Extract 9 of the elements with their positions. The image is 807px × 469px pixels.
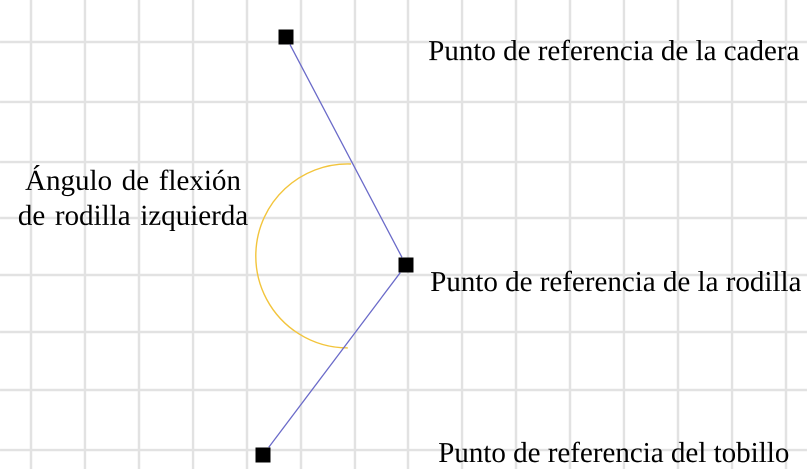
point-label: Punto de referencia del tobillo xyxy=(439,442,788,462)
connecting-line xyxy=(268,272,401,448)
point-label: Punto de referencia de la cadera xyxy=(429,40,799,60)
marker-square xyxy=(278,30,294,44)
marker-square xyxy=(398,258,414,272)
angle-label: Ángulo de flexión de rodilla izquierda xyxy=(18,164,248,232)
marker-square xyxy=(256,448,270,462)
point-label: Punto de referencia de la rodilla xyxy=(431,270,802,292)
connecting-line xyxy=(289,44,403,258)
